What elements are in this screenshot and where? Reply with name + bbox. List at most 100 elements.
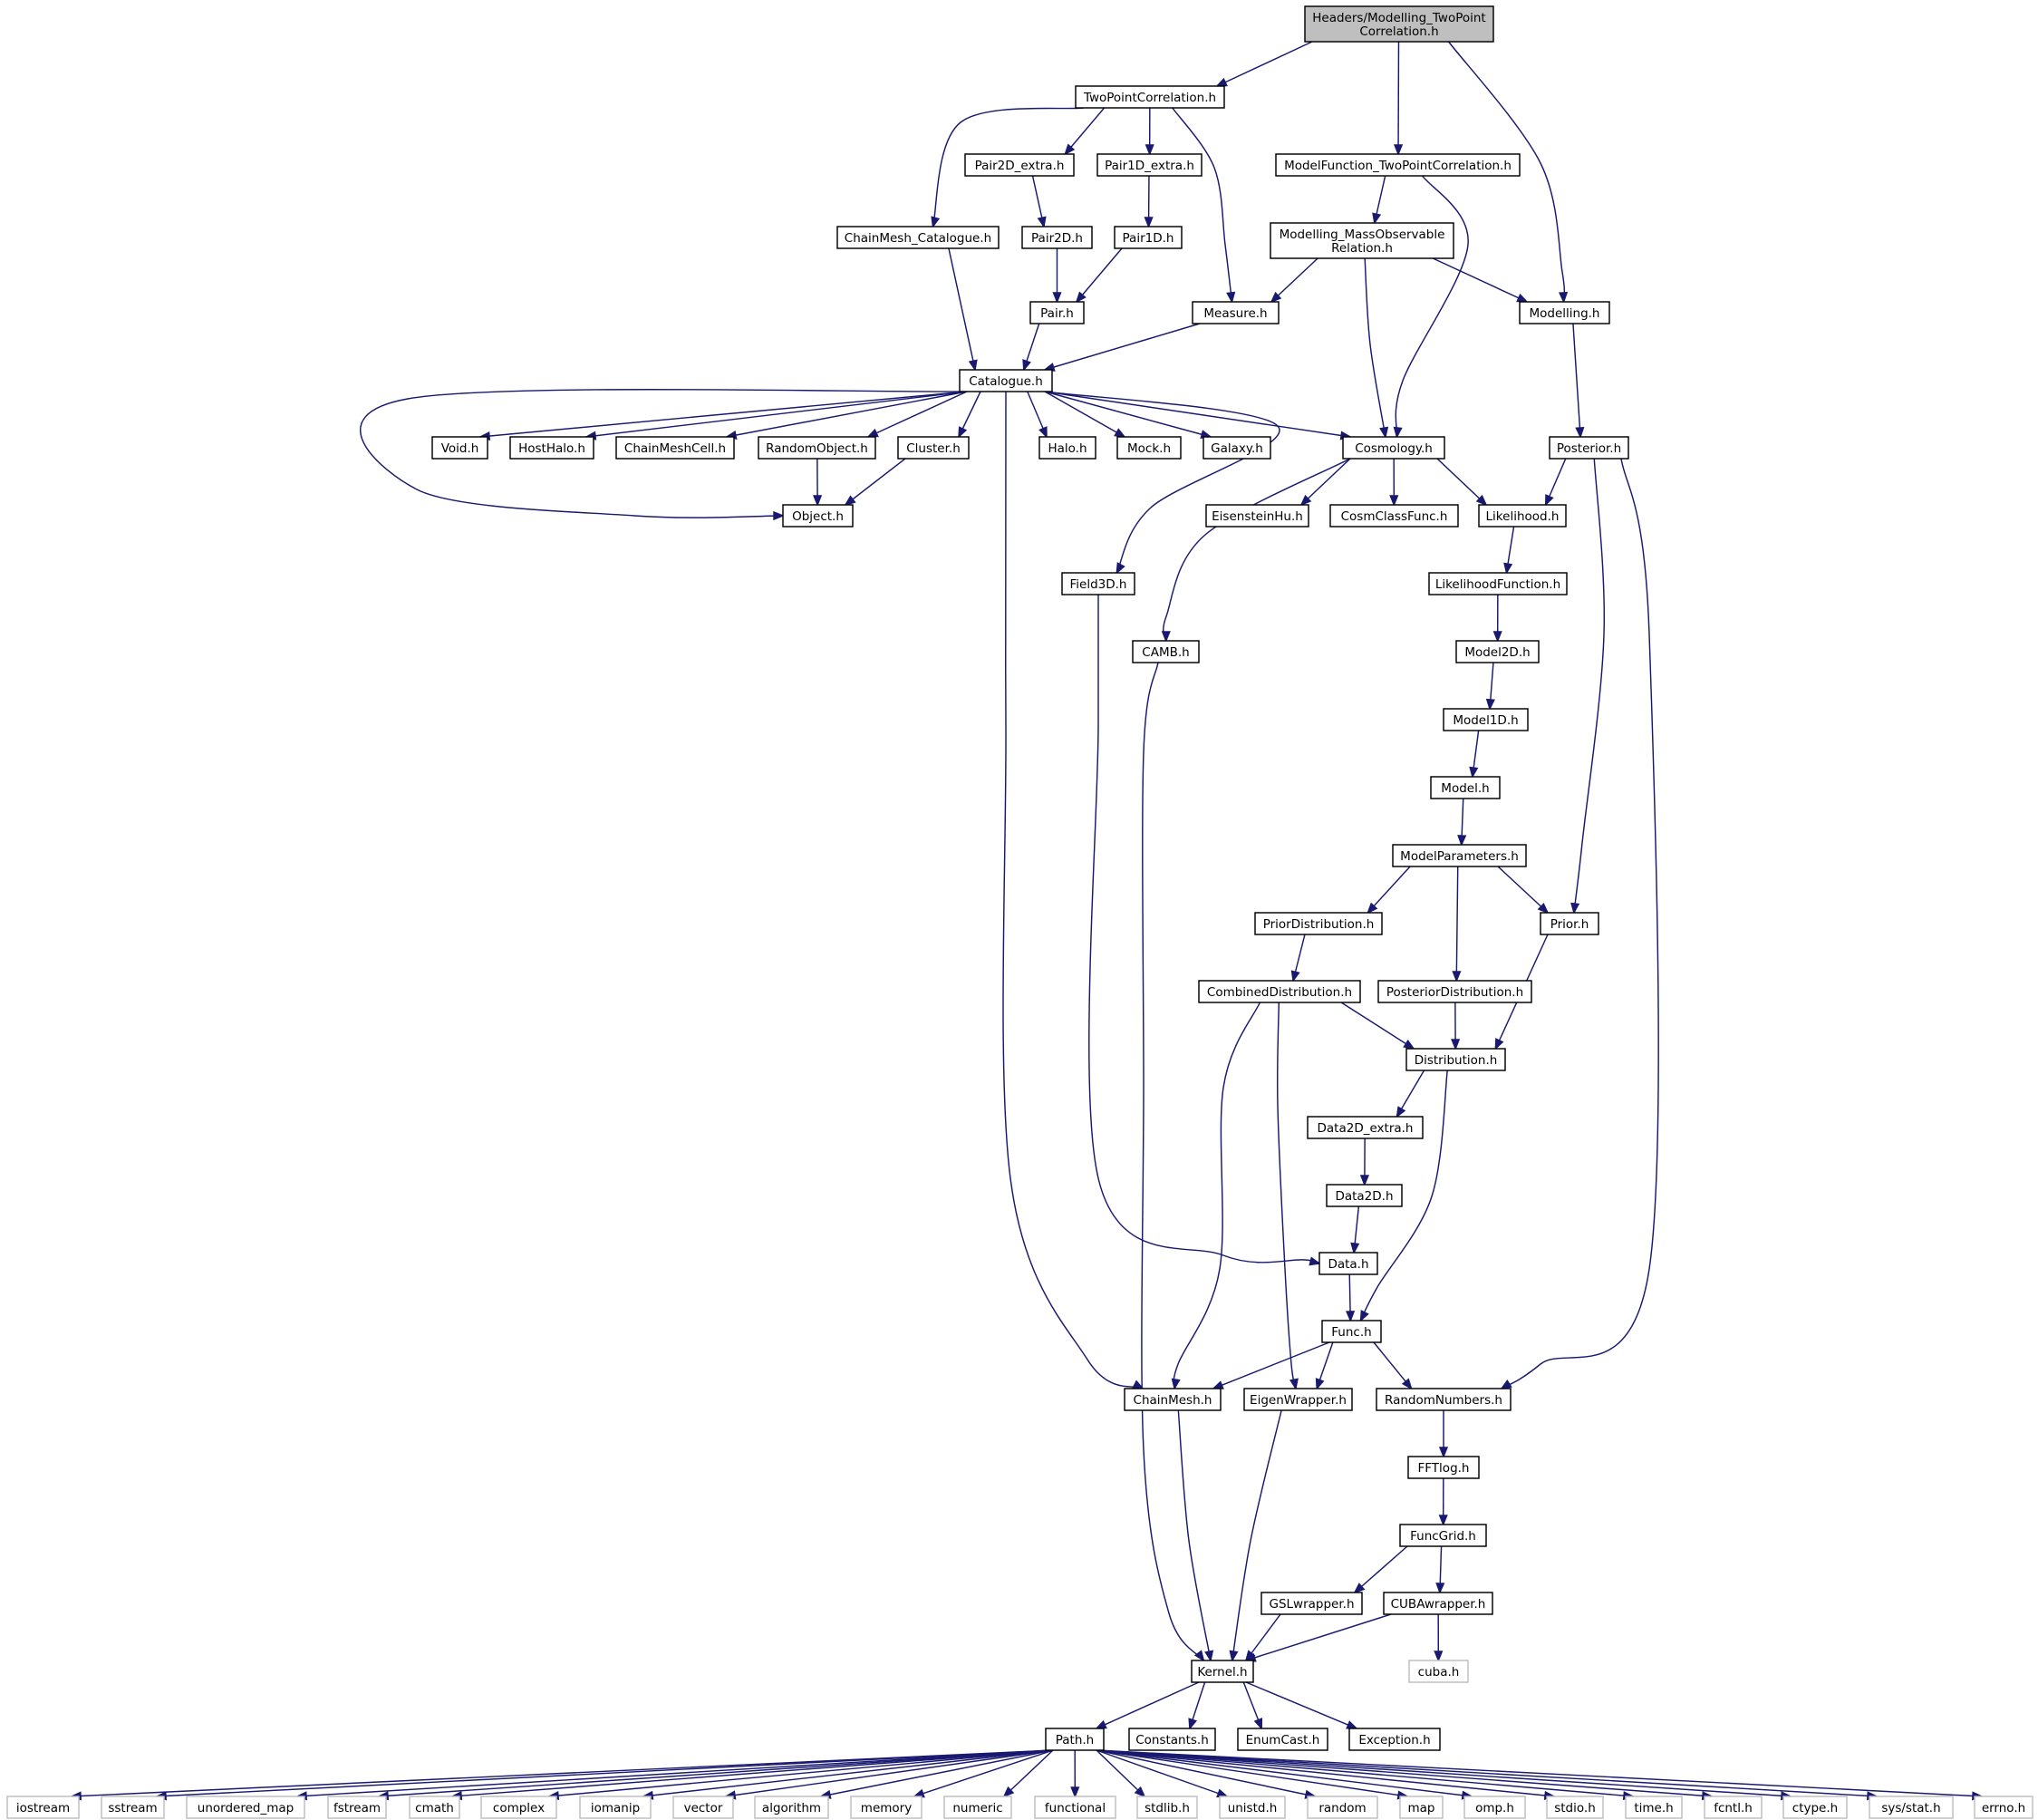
node-path[interactable]: Path.h: [1045, 1728, 1105, 1751]
node-box[interactable]: [409, 1796, 460, 1819]
node-s_complex[interactable]: complex: [480, 1796, 557, 1819]
node-box[interactable]: [1348, 1728, 1441, 1751]
node-s_algorithm[interactable]: algorithm: [754, 1796, 829, 1819]
node-func[interactable]: Func.h: [1321, 1320, 1382, 1343]
node-s_omp[interactable]: omp.h: [1463, 1796, 1526, 1819]
node-box[interactable]: [964, 153, 1075, 177]
node-box[interactable]: [1405, 1048, 1506, 1071]
node-box[interactable]: [782, 504, 854, 528]
node-field3d[interactable]: Field3D.h: [1061, 572, 1135, 595]
node-box[interactable]: [1478, 504, 1567, 528]
node-s_stdio[interactable]: stdio.h: [1546, 1796, 1604, 1819]
node-box[interactable]: [1136, 1796, 1198, 1819]
node-box[interactable]: [1075, 85, 1225, 109]
node-box[interactable]: [1519, 301, 1610, 324]
node-box[interactable]: [1205, 504, 1309, 528]
node-box[interactable]: [1428, 572, 1568, 595]
node-box[interactable]: [431, 436, 488, 460]
node-likefunc[interactable]: LikelihoodFunction.h: [1428, 572, 1568, 595]
node-box[interactable]: [1376, 1388, 1512, 1411]
node-kernel[interactable]: Kernel.h: [1191, 1660, 1254, 1683]
node-box[interactable]: [758, 436, 876, 460]
node-box[interactable]: [1321, 1320, 1382, 1343]
node-box[interactable]: [1203, 436, 1271, 460]
node-box[interactable]: [579, 1796, 652, 1819]
node-box[interactable]: [897, 436, 970, 460]
node-s_fcntl[interactable]: fcntl.h: [1704, 1796, 1763, 1819]
node-s_cmath[interactable]: cmath: [409, 1796, 460, 1819]
node-p2d[interactable]: Pair2D.h: [1021, 226, 1093, 249]
node-box[interactable]: [1270, 222, 1454, 259]
node-halo[interactable]: Halo.h: [1038, 436, 1096, 460]
node-box[interactable]: [1254, 912, 1383, 935]
node-box[interactable]: [1342, 436, 1445, 460]
node-s_map[interactable]: map: [1399, 1796, 1444, 1819]
node-box[interactable]: [1549, 436, 1629, 460]
node-box[interactable]: [1463, 1796, 1526, 1819]
node-box[interactable]: [1034, 1796, 1116, 1819]
node-box[interactable]: [1219, 1796, 1286, 1819]
node-data[interactable]: Data.h: [1318, 1252, 1378, 1275]
node-s_ctype[interactable]: ctype.h: [1782, 1796, 1848, 1819]
node-likelihood[interactable]: Likelihood.h: [1478, 504, 1567, 528]
node-box[interactable]: [1116, 436, 1182, 460]
node-box[interactable]: [959, 369, 1053, 392]
node-s_sysstat[interactable]: sys/stat.h: [1869, 1796, 1954, 1819]
node-box[interactable]: [1191, 1660, 1254, 1683]
node-cosmclass[interactable]: CosmClassFunc.h: [1329, 504, 1459, 528]
node-s_random[interactable]: random: [1307, 1796, 1378, 1819]
node-box[interactable]: [1974, 1796, 2033, 1819]
node-box[interactable]: [1329, 504, 1459, 528]
node-s_functional[interactable]: functional: [1034, 1796, 1116, 1819]
node-box[interactable]: [1260, 1592, 1363, 1615]
node-catalogue[interactable]: Catalogue.h: [959, 369, 1053, 392]
node-camb[interactable]: CAMB.h: [1132, 640, 1200, 663]
node-modelparams[interactable]: ModelParameters.h: [1392, 844, 1527, 867]
node-box[interactable]: [1704, 1796, 1763, 1819]
node-enumcast[interactable]: EnumCast.h: [1237, 1728, 1328, 1751]
node-box[interactable]: [943, 1796, 1012, 1819]
node-fftlog[interactable]: FFTlog.h: [1407, 1456, 1480, 1479]
node-box[interactable]: [1021, 226, 1093, 249]
node-box[interactable]: [1132, 640, 1200, 663]
node-s_stdlib[interactable]: stdlib.h: [1136, 1796, 1198, 1819]
node-s_vector[interactable]: vector: [672, 1796, 734, 1819]
node-box[interactable]: [672, 1796, 734, 1819]
node-box[interactable]: [1307, 1116, 1424, 1139]
node-s_iostream[interactable]: iostream: [6, 1796, 80, 1819]
node-s_fstream[interactable]: fstream: [327, 1796, 387, 1819]
node-mftpc[interactable]: ModelFunction_TwoPointCorrelation.h: [1275, 153, 1521, 177]
node-box[interactable]: [1128, 1728, 1216, 1751]
node-box[interactable]: [480, 1796, 557, 1819]
node-hosthalo[interactable]: HostHalo.h: [509, 436, 594, 460]
node-box[interactable]: [186, 1796, 305, 1819]
node-void[interactable]: Void.h: [431, 436, 488, 460]
node-box[interactable]: [754, 1796, 829, 1819]
node-exception[interactable]: Exception.h: [1348, 1728, 1441, 1751]
node-object[interactable]: Object.h: [782, 504, 854, 528]
node-s_memory[interactable]: memory: [850, 1796, 922, 1819]
node-data2dx[interactable]: Data2D_extra.h: [1307, 1116, 1424, 1139]
node-box[interactable]: [1625, 1796, 1683, 1819]
node-randnum[interactable]: RandomNumbers.h: [1376, 1388, 1512, 1411]
node-box[interactable]: [6, 1796, 80, 1819]
node-box[interactable]: [1198, 980, 1361, 1003]
node-box[interactable]: [836, 226, 1000, 249]
node-box[interactable]: [1275, 153, 1521, 177]
node-box[interactable]: [1038, 436, 1096, 460]
node-box[interactable]: [1243, 1388, 1353, 1411]
node-box[interactable]: [1045, 1728, 1105, 1751]
node-box[interactable]: [1307, 1796, 1378, 1819]
node-cluster[interactable]: Cluster.h: [897, 436, 970, 460]
node-p2dx[interactable]: Pair2D_extra.h: [964, 153, 1075, 177]
node-box[interactable]: [1399, 1796, 1444, 1819]
node-s_time[interactable]: time.h: [1625, 1796, 1683, 1819]
node-funcgrid[interactable]: FuncGrid.h: [1399, 1524, 1487, 1547]
node-box[interactable]: [850, 1796, 922, 1819]
node-cosmology[interactable]: Cosmology.h: [1342, 436, 1445, 460]
node-box[interactable]: [1383, 1592, 1493, 1615]
node-data2d[interactable]: Data2D.h: [1326, 1184, 1403, 1207]
node-box[interactable]: [1869, 1796, 1954, 1819]
node-s_unistd[interactable]: unistd.h: [1219, 1796, 1286, 1819]
